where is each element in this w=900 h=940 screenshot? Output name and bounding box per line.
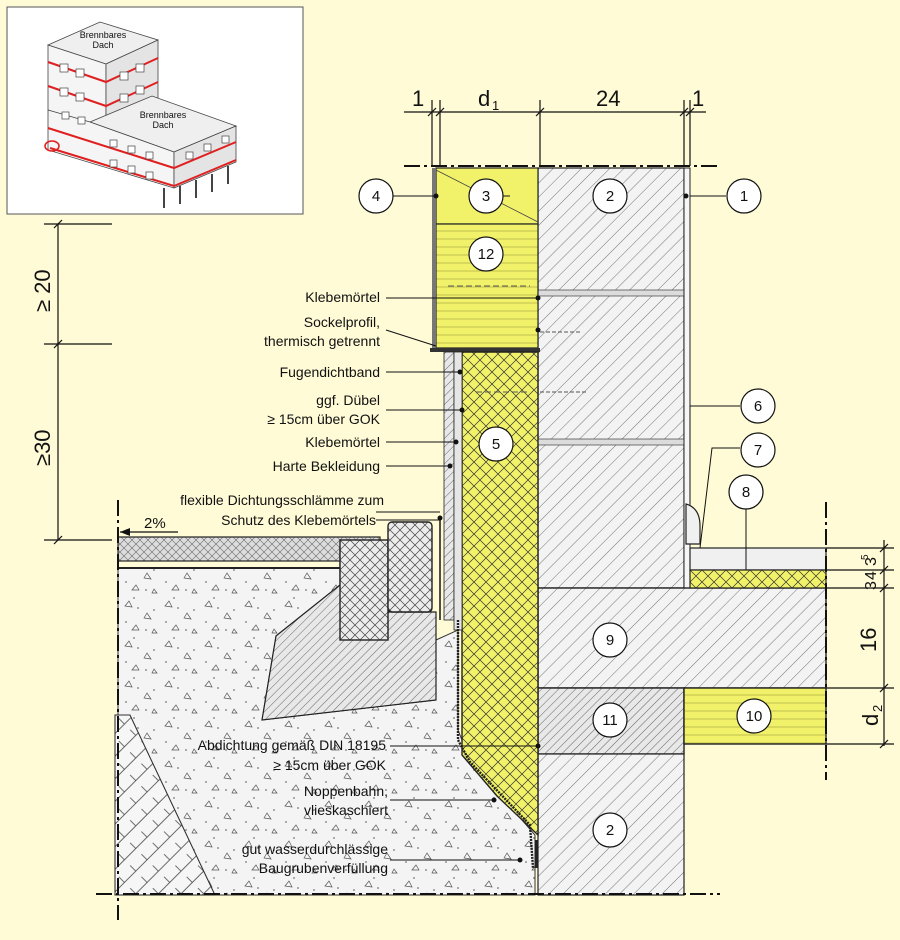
dim-right-d2: d	[858, 714, 883, 726]
dim-left-ge20: ≥ 20	[30, 269, 55, 312]
dim-top-d1-sub: 1	[492, 98, 499, 113]
marker-2: 2	[592, 178, 628, 214]
svg-text:6: 6	[754, 398, 762, 415]
annotations: Klebemörtel Sockelprofil, thermisch getr…	[180, 289, 388, 876]
low-block-right	[173, 125, 237, 189]
roof-label-1a: Brennbares	[80, 30, 127, 40]
label-noppenbahn-2: vlieskaschiert	[304, 802, 388, 818]
svg-text:9: 9	[606, 632, 614, 649]
leader-dots	[433, 193, 689, 863]
marker-4: 4	[358, 178, 394, 214]
slope-label: 2%	[144, 515, 166, 532]
surface-layer	[117, 536, 381, 562]
marker-11: 11	[592, 702, 628, 738]
marker-1: 1	[726, 178, 762, 214]
label-duebel-2: ≥ 15cm über GOK	[267, 411, 380, 427]
dim-top-1-right: 1	[692, 86, 704, 111]
marker-2-lower: 2	[592, 812, 628, 848]
svg-text:2: 2	[606, 822, 614, 839]
svg-text:10: 10	[746, 708, 763, 725]
label-abdichtung-1: Abdichtung gemäß DIN 18195	[198, 737, 387, 753]
roof-label-1b: Dach	[92, 40, 113, 50]
dim-right-5-sup: 5	[860, 554, 871, 560]
kerbstone-2	[387, 521, 433, 613]
marker-10: 10	[736, 698, 772, 734]
dim-right-d2-sub: 2	[870, 705, 885, 712]
svg-text:5: 5	[492, 436, 500, 453]
pilotis	[163, 166, 229, 208]
ceiling-insulation	[683, 687, 827, 745]
right-dimension-line	[826, 540, 894, 749]
dash-dot-cut-lines	[96, 165, 827, 920]
label-verfuellung-2: Baugrubenverfüllung	[259, 860, 388, 876]
label-dichtungsschlaemme-1: flexible Dichtungsschlämme zum	[180, 492, 384, 508]
svg-text:11: 11	[602, 712, 618, 729]
marker-12: 12	[468, 236, 504, 272]
detail-callout	[44, 140, 60, 152]
floor-slab	[537, 587, 827, 689]
svg-text:4: 4	[372, 188, 380, 205]
dim-top-1-left: 1	[412, 86, 424, 111]
marker-3: 3	[468, 178, 504, 214]
dim-top-24: 24	[596, 86, 620, 111]
screed-layer	[689, 547, 827, 571]
inset-isometric: Brennbares Dach Brennbares Dach	[6, 6, 304, 215]
svg-text:7: 7	[754, 442, 762, 459]
dimple-membrane	[456, 620, 535, 869]
label-abdichtung-2: ≥ 15cm über GOK	[273, 757, 386, 773]
label-verfuellung-1: gut wasserdurchlässige	[242, 841, 389, 857]
skirting-seal	[685, 503, 701, 545]
top-dimension-line	[404, 100, 706, 166]
impact-insulation	[689, 569, 827, 589]
label-klebemoertel-1: Klebemörtel	[305, 289, 380, 305]
svg-text:1: 1	[740, 188, 748, 205]
svg-text:12: 12	[478, 246, 495, 263]
dim-right-4: 4	[863, 571, 880, 580]
label-klebemoertel-2: Klebemörtel	[305, 434, 380, 450]
dim-right-3: 3	[863, 557, 880, 566]
kerbstone-1	[339, 539, 389, 641]
perimeter-insulation	[461, 351, 539, 837]
label-sockelprofil-1: Sockelprofil,	[304, 314, 380, 330]
windows	[59, 63, 230, 180]
dim-top-d1: d	[478, 86, 490, 111]
hard-cladding	[443, 351, 455, 621]
marker-5: 5	[478, 426, 514, 462]
left-dimension-line	[44, 219, 112, 545]
svg-text:8: 8	[742, 484, 750, 501]
roof-label-2b: Dach	[152, 120, 173, 130]
label-dichtungsschlaemme-2: Schutz des Klebemörtels	[221, 512, 376, 528]
adhesive-mortar	[453, 351, 463, 631]
marker-9: 9	[592, 622, 628, 658]
dowels	[448, 285, 586, 393]
marker-7: 7	[740, 432, 776, 468]
label-fugendichtband: Fugendichtband	[280, 364, 380, 380]
numbered-markers: 1 2 3 4 5 6 7 8 9 10 11 12 2	[358, 178, 776, 848]
base-profile	[430, 348, 540, 352]
roof-label-2a: Brennbares	[140, 110, 187, 120]
dim-left-ge30: ≥30	[30, 429, 55, 466]
svg-text:3: 3	[482, 188, 490, 205]
external-render	[432, 168, 436, 348]
label-duebel-1: ggf. Dübel	[316, 392, 380, 408]
label-harte-bekleidung: Harte Bekleidung	[273, 458, 380, 474]
marker-8: 8	[728, 474, 764, 510]
leader-lines	[376, 195, 747, 861]
svg-text:2: 2	[606, 188, 614, 205]
masonry-wall-upper	[537, 167, 685, 589]
marker-6: 6	[740, 388, 776, 424]
label-noppenbahn-1: Noppenbahn,	[304, 783, 388, 799]
label-sockelprofil-2: thermisch getrennt	[264, 333, 380, 349]
dim-right-16: 16	[856, 628, 881, 652]
dim-right-3b: 3	[863, 581, 880, 590]
